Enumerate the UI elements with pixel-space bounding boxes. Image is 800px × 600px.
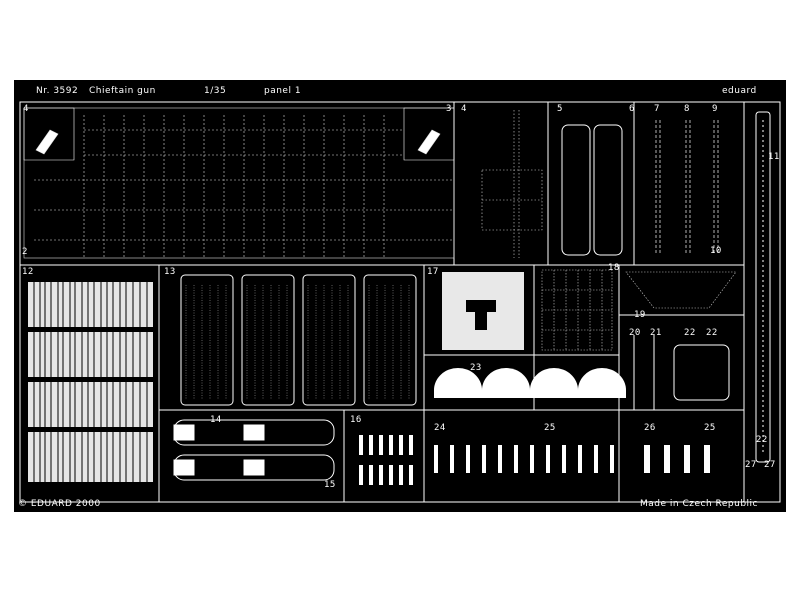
part-4-panel bbox=[481, 110, 543, 258]
part-12-vent-lines bbox=[33, 282, 148, 482]
part-number: 16 bbox=[350, 415, 362, 425]
part-number: 7 bbox=[654, 104, 660, 114]
part-number: 8 bbox=[684, 104, 690, 114]
part-number: 18 bbox=[608, 263, 620, 273]
photo-etch-fret: Nr. 3592 Chieftain gun 1/35 panel 1 edua… bbox=[14, 80, 786, 512]
part-13-mesh-panels bbox=[180, 274, 417, 406]
part-1-grid bbox=[23, 107, 455, 259]
part-number: 10 bbox=[710, 246, 722, 256]
part-number: 12 bbox=[22, 267, 34, 277]
panel-label: panel 1 bbox=[264, 86, 302, 96]
part-number: 22 bbox=[684, 328, 696, 338]
parts-20-22 bbox=[633, 335, 730, 410]
fret-border bbox=[19, 101, 781, 503]
part-10-strip bbox=[755, 111, 771, 463]
part-number: 5 bbox=[557, 104, 563, 114]
part-number: 15 bbox=[324, 480, 336, 490]
part-number: 9 bbox=[712, 104, 718, 114]
part-number: 6 bbox=[629, 104, 635, 114]
part-number: 25 bbox=[544, 423, 556, 433]
origin-text: Made in Czech Republic bbox=[640, 499, 758, 509]
part-number: 21 bbox=[650, 328, 662, 338]
fret-artwork bbox=[19, 101, 781, 503]
part-17-plate bbox=[442, 272, 524, 350]
part-18-grid bbox=[541, 269, 613, 351]
part-number: 26 bbox=[644, 423, 656, 433]
part-number: 19 bbox=[634, 310, 646, 320]
part-number: 27 bbox=[764, 460, 776, 470]
part-number: 2 bbox=[22, 247, 28, 257]
part-number: 4 bbox=[23, 104, 29, 114]
part-number: 22 bbox=[706, 328, 718, 338]
set-title: Chieftain gun bbox=[89, 86, 156, 96]
part-number: 23 bbox=[470, 363, 482, 373]
part-19-fan bbox=[625, 271, 737, 309]
part-number: 13 bbox=[164, 267, 176, 277]
copyright: © EDUARD 2000 bbox=[18, 499, 101, 509]
part-number: 20 bbox=[629, 328, 641, 338]
part-number: 11 bbox=[768, 152, 780, 162]
part-number: 4 bbox=[461, 104, 467, 114]
part-number: 3 bbox=[446, 104, 452, 114]
parts-24-26-clips bbox=[434, 445, 710, 473]
part-12-vents bbox=[28, 282, 153, 482]
part-number: 14 bbox=[210, 415, 222, 425]
part-23-covers bbox=[434, 368, 626, 398]
part-16-brackets bbox=[359, 435, 413, 485]
part-number: 24 bbox=[434, 423, 446, 433]
brand-logo: eduard bbox=[722, 86, 757, 96]
parts-5-6-plates bbox=[561, 124, 623, 256]
part-number: 25 bbox=[704, 423, 716, 433]
parts-7-8-9-strips bbox=[655, 120, 719, 255]
part-number: 22 bbox=[756, 435, 768, 445]
part-number: 17 bbox=[427, 267, 439, 277]
part-14-hinges bbox=[173, 419, 335, 481]
set-code: Nr. 3592 bbox=[36, 86, 79, 96]
set-scale: 1/35 bbox=[204, 86, 227, 96]
part-number: 27 bbox=[745, 460, 757, 470]
